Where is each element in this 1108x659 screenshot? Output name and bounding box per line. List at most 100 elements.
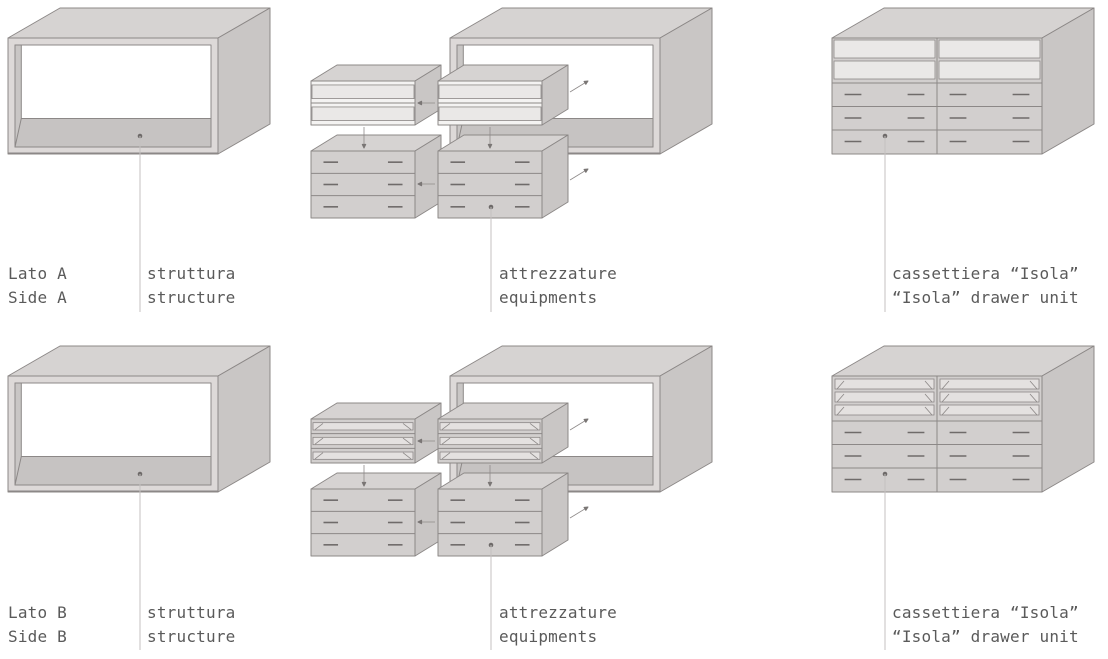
equipment-label-en: equipments <box>499 288 598 307</box>
tray-panel <box>439 436 541 446</box>
tray-edge <box>529 452 539 460</box>
shelf-panel <box>438 106 542 121</box>
side-label-a: Lato A Side A <box>8 262 67 310</box>
unit-tray-edge <box>924 380 933 390</box>
structure-label-en: structure <box>147 627 236 646</box>
upper-module-left <box>310 64 442 126</box>
unit-tray-edge <box>836 393 845 403</box>
structure-shell <box>7 7 271 155</box>
arrow-left-lower <box>417 519 435 525</box>
unit-tray-edge <box>924 406 933 416</box>
arrow-insert-upper <box>569 80 589 93</box>
tray-edge <box>529 423 539 430</box>
side-label-it: Lato B <box>8 603 67 622</box>
drawer-module-left <box>310 134 442 219</box>
tray-edge <box>402 423 412 430</box>
structure-label-it: struttura <box>147 264 236 283</box>
arrow-head <box>583 168 589 173</box>
structure-label-b: struttura structure <box>147 601 236 649</box>
row-side-b <box>7 345 1095 650</box>
arrow-left-upper <box>417 438 435 444</box>
structure-inner-floor <box>14 455 212 486</box>
drawer-module-left <box>310 472 442 557</box>
drawer-unit-label-en: “Isola” drawer unit <box>892 288 1079 307</box>
drawer-unit-label-it: cassettiera “Isola” <box>892 603 1079 622</box>
unit-shelf <box>833 39 936 59</box>
tray-panel <box>312 436 414 446</box>
drawer-module-right <box>437 134 569 219</box>
unit-shelf <box>938 39 1041 59</box>
side-label-it: Lato A <box>8 264 67 283</box>
structure-label-a: struttura structure <box>147 262 236 310</box>
structure-label-it: struttura <box>147 603 236 622</box>
upper-module-right <box>437 402 569 464</box>
drawer-unit-label-a: cassettiera “Isola” “Isola” drawer unit <box>892 262 1079 310</box>
drawer-module-right <box>437 472 569 557</box>
drawer-unit-label-it: cassettiera “Isola” <box>892 264 1079 283</box>
unit-tray-edge <box>1029 393 1038 403</box>
side-label-b: Lato B Side B <box>8 601 67 649</box>
arrow-head <box>361 481 367 487</box>
equipment-label-a: attrezzature equipments <box>499 262 617 310</box>
upper-module-left <box>310 402 442 464</box>
arrow-down-right <box>487 465 493 487</box>
tray-edge <box>441 452 451 460</box>
tray-panel <box>439 451 541 460</box>
structure-shell <box>7 345 271 493</box>
tray-edge <box>402 437 412 445</box>
unit-tray <box>939 391 1040 403</box>
shelf-panel <box>311 106 415 121</box>
arrow-head <box>487 481 493 487</box>
arrow-left-upper <box>417 100 435 106</box>
tray-edge <box>402 452 412 460</box>
unit-tray-edge <box>941 406 950 416</box>
unit-tray-edge <box>924 393 933 403</box>
arrow-insert-upper <box>569 418 589 431</box>
unit-tray-edge <box>941 393 950 403</box>
unit-tray-edge <box>1029 380 1038 390</box>
arrow-head <box>583 80 589 85</box>
unit-tray-edge <box>1029 406 1038 416</box>
arrow-insert-lower <box>569 506 589 519</box>
arrow-head <box>487 143 493 149</box>
upper-module-right <box>437 64 569 126</box>
equipment-label-en: equipments <box>499 627 598 646</box>
unit-tray-edge <box>836 380 845 390</box>
arrow-head <box>417 438 423 444</box>
arrow-left-lower <box>417 181 435 187</box>
arrow-insert-lower <box>569 168 589 181</box>
tray-edge <box>314 437 324 445</box>
arrow-down-right <box>487 127 493 149</box>
unit-shelf <box>938 60 1041 80</box>
arrow-head <box>417 181 423 187</box>
drawer-unit-label-b: cassettiera “Isola” “Isola” drawer unit <box>892 601 1079 649</box>
unit-tray <box>939 378 1040 390</box>
tray-panel <box>312 422 414 431</box>
unit-tray-edge <box>941 380 950 390</box>
structure-inner-floor <box>14 117 212 148</box>
tray-edge <box>314 452 324 460</box>
structure-inner-wall <box>14 382 22 486</box>
equipment-label-b: attrezzature equipments <box>499 601 617 649</box>
drawer-unit-assembled <box>831 345 1095 493</box>
structure-label-en: structure <box>147 288 236 307</box>
structure-inner-wall <box>14 44 22 148</box>
equipment-label-it: attrezzature <box>499 264 617 283</box>
row-side-a <box>7 7 1095 312</box>
unit-tray-edge <box>836 406 845 416</box>
shelf-panel <box>311 84 415 99</box>
side-label-en: Side A <box>8 288 67 307</box>
unit-tray <box>834 391 935 403</box>
unit-tray <box>939 404 1040 416</box>
arrow-down-left <box>361 465 367 487</box>
tray-edge <box>441 423 451 430</box>
shelf-panel <box>438 84 542 99</box>
arrow-head <box>361 143 367 149</box>
drawer-unit-assembled <box>831 7 1095 155</box>
unit-tray <box>834 404 935 416</box>
tray-edge <box>529 437 539 445</box>
arrow-down-left <box>361 127 367 149</box>
tray-edge <box>441 437 451 445</box>
arrow-head <box>583 506 589 511</box>
